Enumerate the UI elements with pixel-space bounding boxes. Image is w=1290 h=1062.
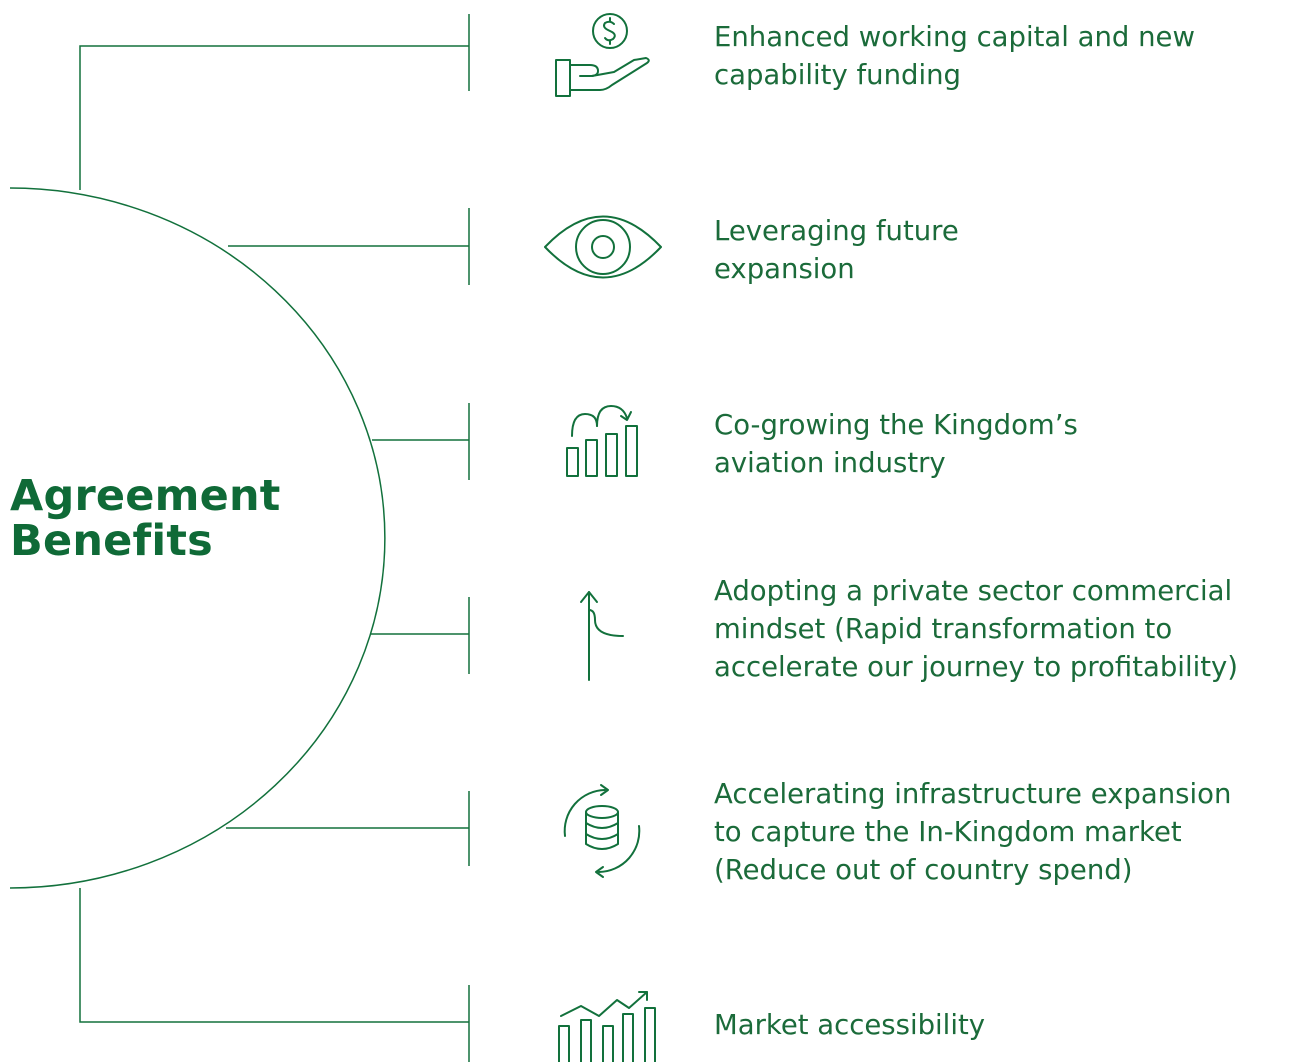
benefit-1-line-1: Enhanced working capital and new: [714, 21, 1195, 53]
bottom-bracket: [79, 888, 469, 1023]
benefit-6-line-1: Market accessibility: [714, 1009, 986, 1041]
benefit-5-line-2: to capture the In-Kingdom market: [714, 816, 1182, 848]
benefit-5-line-3: (Reduce out of country spend): [714, 854, 1133, 886]
eye-icon: [541, 206, 665, 288]
benefit-3-line-1: Co-growing the Kingdom’s: [714, 409, 1078, 441]
benefit-future-expansion: Leveraging future expansion: [714, 212, 1289, 288]
benefit-aviation-industry: Co-growing the Kingdom’s aviation indust…: [714, 406, 1289, 482]
central-arc: [9, 187, 386, 889]
benefit-4-line-3: accelerate our journey to profitability): [714, 651, 1239, 683]
benefit-2-line-2: expansion: [714, 253, 855, 285]
market-chart-icon: [551, 986, 661, 1062]
benefit-1-line-2: capability funding: [714, 59, 961, 91]
title-line-1: Agreement: [10, 471, 281, 521]
diagram-title: Agreement Benefits: [10, 474, 281, 564]
top-bracket: [79, 45, 469, 190]
benefit-5-line-1: Accelerating infrastructure expansion: [714, 778, 1232, 810]
up-arrow-curve-icon: [575, 586, 629, 686]
benefit-2-line-1: Leveraging future: [714, 215, 959, 247]
money-hand-icon: [550, 10, 654, 102]
growth-bars-icon: [561, 400, 645, 482]
benefit-working-capital: Enhanced working capital and new capabil…: [714, 18, 1289, 94]
database-cycle-icon: [555, 778, 649, 884]
benefit-3-line-2: aviation industry: [714, 447, 946, 479]
benefit-infrastructure-expansion: Accelerating infrastructure expansion to…: [714, 775, 1289, 889]
benefit-commercial-mindset: Adopting a private sector commercial min…: [714, 572, 1289, 686]
benefit-4-line-1: Adopting a private sector commercial: [714, 575, 1233, 607]
benefit-market-accessibility: Market accessibility: [714, 1006, 1289, 1044]
title-line-2: Benefits: [10, 516, 213, 566]
benefit-4-line-2: mindset (Rapid transformation to: [714, 613, 1173, 645]
